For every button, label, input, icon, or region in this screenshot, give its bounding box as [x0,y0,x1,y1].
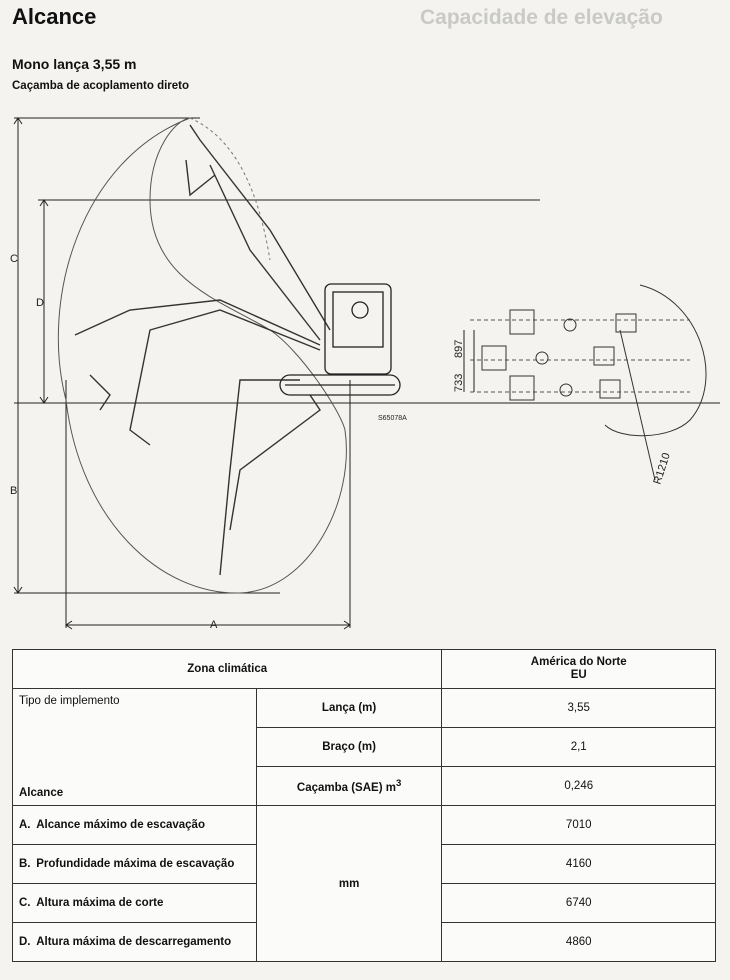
row-d-label-cell: D. Altura máxima de descarregamento [12,922,257,962]
row-label: Altura máxima de descarregamento [36,935,232,948]
dim-label-b: B [10,485,17,497]
part-code: S65078A [378,415,407,422]
row-c-label-cell: C. Altura máxima de corte [12,883,257,923]
row-letter: C. [19,897,31,909]
bleed-through-text: Capacidade de elevação [420,6,663,29]
bucket-label: Caçamba (SAE) [296,781,383,794]
swing-radius-label: R1210 [651,451,672,486]
row-label: Altura máxima de corte [36,896,164,909]
row-label: Profundidade máxima de escavação [36,857,235,870]
implement-cell: Tipo de implemento Alcance [12,688,257,806]
bucket-type-caption: Caçamba de acoplamento direto [12,80,190,92]
row-value: 4160 [441,844,716,884]
table-row: Braço (m) 2,1 [13,727,716,767]
table-row: A. Alcance máximo de escavação mm 7010 [12,805,716,962]
bucket-value: 0,246 [441,766,716,806]
boom-label: Lança (m) [255,688,443,728]
dim-733: 733 [453,374,465,392]
row-value: 7010 [441,805,716,845]
page-subtitle: Mono lança 3,55 m [12,56,137,72]
dim-label-c: C [10,253,18,265]
row-letter: D. [19,936,31,948]
row-value: 4860 [441,922,716,962]
table-row: Caçamba (SAE) m3 0,246 [13,766,716,806]
region-name: América do Norte [530,656,627,668]
arm-label: Braço (m) [255,727,443,767]
table-row: C. Altura máxima de corte 6740 [12,883,716,923]
table-header-row: Zona climática América do Norte EU [11,649,716,689]
dim-label-a: A [210,619,218,631]
bucket-unit: m [385,781,396,794]
row-label: Alcance máximo de escavação [36,818,205,831]
reach-label: Alcance [19,787,64,799]
row-letter: A. [19,819,31,831]
dim-897: 897 [453,340,465,358]
row-b-label-cell: B. Profundidade máxima de escavação [12,844,257,884]
region-header: América do Norte EU [441,649,716,689]
row-letter: B. [19,858,31,870]
climate-zone-header: Zona climática [11,649,443,689]
row-a-label-cell: A. Alcance máximo de escavação [12,805,257,845]
bucket-label-cell: Caçamba (SAE) m3 [255,766,443,806]
bucket-unit-exponent: 3 [395,778,402,790]
reach-specs-table: Zona climática América do Norte EU Tipo … [11,649,716,962]
table-row: Tipo de implemento Alcance Lança (m) 3,5… [12,688,716,806]
reach-diagram: C D B A S65078A 733 897 R1210 [10,117,720,631]
table-row: D. Altura máxima de descarregamento 4860 [12,922,716,962]
boom-value: 3,55 [441,688,716,728]
page-title: Alcance [12,4,97,29]
implement-type-label: Tipo de implemento [19,695,120,707]
arm-value: 2,1 [441,727,716,767]
unit-cell: mm [255,805,443,962]
region-code: EU [570,669,587,681]
row-value: 6740 [441,883,716,923]
dim-label-d: D [36,297,44,309]
